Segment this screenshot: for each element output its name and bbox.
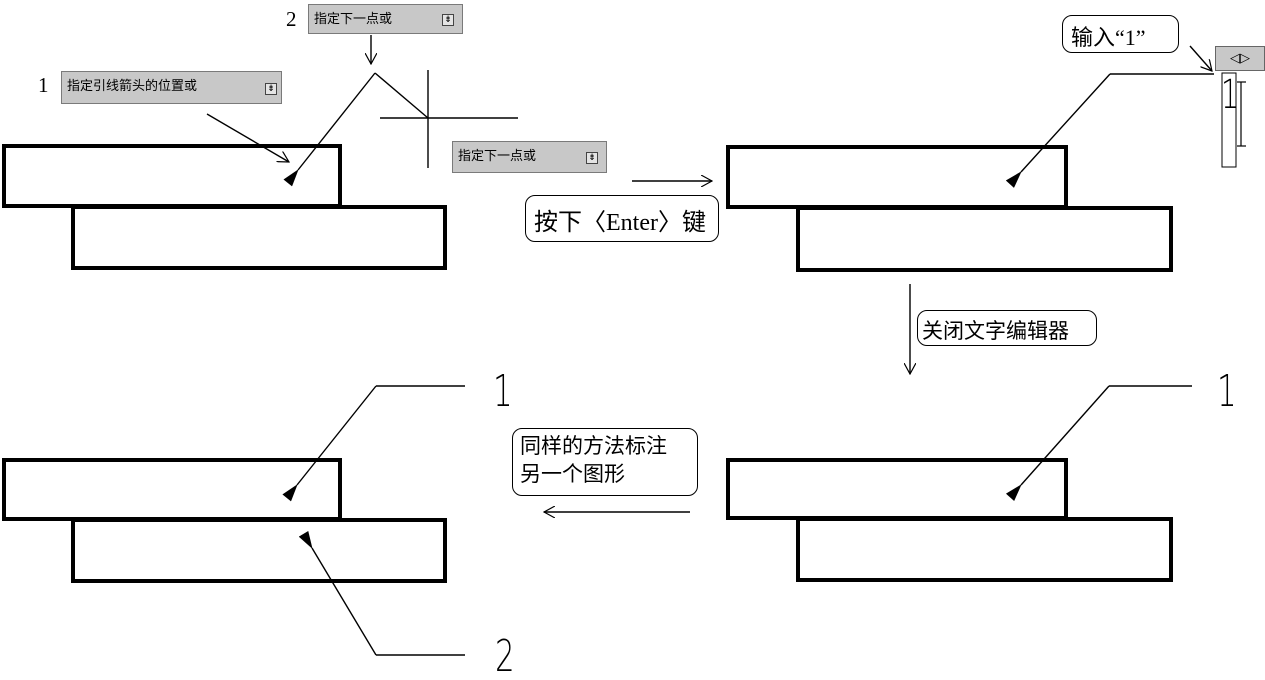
tooltip-next-point-right: 指定下一点或 ⇟ <box>452 141 607 173</box>
label-bottom-left-lower: 2 <box>495 631 515 680</box>
plate-top-p3 <box>2 458 342 521</box>
callout-same-method: 同样的方法标注 另一个图形 <box>512 428 698 496</box>
tooltip-arrow-position-text: 指定引线箭头的位置或 <box>67 79 198 94</box>
dropdown-arrow-icon[interactable]: ⇟ <box>265 83 277 95</box>
label-bottom-left-upper: 1 <box>493 366 513 417</box>
pointer-arrow-p1 <box>206 113 289 162</box>
tooltip-next-point-top-text: 指定下一点或 <box>314 12 393 27</box>
plate-bottom-p1 <box>71 205 447 270</box>
leader-upper-p3 <box>282 385 377 502</box>
callout-same-method-line1: 同样的方法标注 <box>520 434 667 458</box>
step-number-2: 2 <box>286 7 297 31</box>
leader-seg1-p1 <box>283 72 376 187</box>
plate-bottom-p2 <box>796 206 1173 272</box>
plate-bottom-p4 <box>796 517 1173 582</box>
callout-same-method-line2: 另一个图形 <box>520 462 625 486</box>
dropdown-arrow-icon[interactable]: ⇟ <box>586 152 598 164</box>
leader-seg2-p1 <box>374 72 429 119</box>
leader-p4 <box>1005 385 1110 501</box>
editor-arrows-control[interactable]: ◁▷ <box>1215 46 1265 71</box>
step-number-1: 1 <box>38 73 49 97</box>
dropdown-arrow-icon[interactable]: ⇟ <box>442 14 454 26</box>
text-input-box[interactable] <box>1221 72 1237 168</box>
tooltip-next-point-right-text: 指定下一点或 <box>458 149 537 164</box>
callout-close-editor: 关闭文字编辑器 <box>917 310 1097 346</box>
leader-lower-p3 <box>298 531 377 656</box>
plate-bottom-p3 <box>71 518 447 583</box>
callout-press-enter: 按下〈Enter〉键 <box>525 195 719 242</box>
editor-cursor-text: 1 <box>1221 72 1239 118</box>
plate-top-p2 <box>726 145 1068 209</box>
tooltip-next-point-top: 指定下一点或 ⇟ <box>308 4 463 34</box>
leader-p2 <box>1005 73 1111 188</box>
pointer-arrow-input <box>1189 45 1212 71</box>
plate-top-p4 <box>726 458 1068 520</box>
tooltip-arrow-position: 指定引线箭头的位置或 ⇟ <box>61 71 282 104</box>
plate-top-p1 <box>2 144 342 208</box>
callout-input-one: 输入“1” <box>1062 15 1179 53</box>
label-top-right: 1 <box>1217 366 1237 417</box>
